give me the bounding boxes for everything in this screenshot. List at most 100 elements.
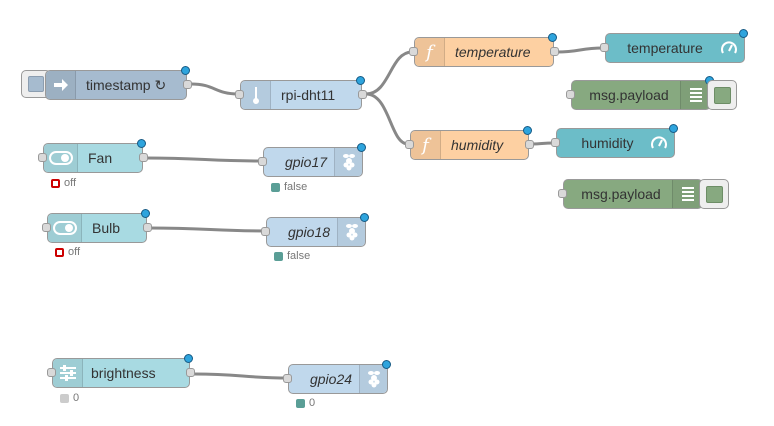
- debug-toggle-button[interactable]: [707, 80, 737, 110]
- debug-toggle-button[interactable]: [699, 179, 729, 209]
- slider-node-brightness[interactable]: brightness: [47, 354, 195, 388]
- debug-node-1[interactable]: msg.payload: [566, 76, 714, 110]
- output-port[interactable]: [550, 47, 559, 56]
- status-text: 0: [309, 397, 316, 409]
- output-port[interactable]: [186, 368, 195, 377]
- status-text: off: [68, 246, 81, 258]
- input-port[interactable]: [261, 227, 270, 236]
- gpio-out-node-17[interactable]: gpio17: [258, 143, 366, 177]
- output-port[interactable]: [183, 80, 192, 89]
- status-dot: [141, 209, 150, 218]
- function-icon: f: [415, 38, 445, 66]
- status-dot: [181, 66, 190, 75]
- node-status: false: [274, 250, 310, 262]
- node-status: off: [51, 177, 76, 189]
- status-square-icon: [296, 398, 305, 408]
- input-port[interactable]: [283, 374, 292, 383]
- wire[interactable]: [365, 50, 413, 96]
- status-text: 0: [73, 392, 80, 404]
- status-text: off: [64, 177, 77, 189]
- function-icon: f: [411, 131, 441, 159]
- slider-icon: [53, 359, 83, 387]
- status-dot: [548, 33, 557, 42]
- status-dot: [360, 213, 369, 222]
- status-square-icon: [271, 182, 280, 192]
- input-port[interactable]: [566, 90, 575, 99]
- output-port[interactable]: [525, 140, 534, 149]
- thermometer-icon: [241, 81, 271, 109]
- input-port[interactable]: [405, 140, 414, 149]
- gauge-icon: [714, 34, 744, 62]
- input-port[interactable]: [38, 153, 47, 162]
- output-port[interactable]: [139, 153, 148, 162]
- list-icon: [680, 81, 710, 109]
- gpio-out-node-18[interactable]: gpio18: [261, 213, 369, 247]
- wire[interactable]: [365, 92, 409, 146]
- raspberry-icon: [337, 218, 365, 246]
- toggle-icon: [48, 214, 82, 242]
- status-ring-icon: [51, 178, 60, 188]
- status-square-icon: [60, 393, 69, 403]
- node-label: gpio24: [309, 371, 353, 387]
- gauge-icon: [644, 129, 674, 157]
- raspberry-icon: [359, 365, 387, 393]
- node-label: msg.payload: [589, 87, 669, 103]
- rpi-dht11-node[interactable]: rpi-dht11: [235, 76, 367, 110]
- raspberry-icon: [334, 148, 362, 176]
- node-status: false: [271, 181, 307, 193]
- gauge-node-temperature[interactable]: temperature: [600, 29, 748, 63]
- input-port[interactable]: [235, 90, 244, 99]
- status-dot: [184, 354, 193, 363]
- status-dot: [357, 143, 366, 152]
- input-port[interactable]: [42, 223, 51, 232]
- node-label: humidity: [581, 135, 634, 151]
- wire[interactable]: [193, 372, 290, 380]
- status-dot: [523, 126, 532, 135]
- input-port[interactable]: [409, 47, 418, 56]
- status-dot: [669, 124, 678, 133]
- input-port[interactable]: [600, 43, 609, 52]
- status-ring-icon: [55, 247, 64, 257]
- debug-node-2[interactable]: msg.payload: [558, 179, 703, 209]
- node-label: humidity: [451, 137, 504, 153]
- function-node-temperature[interactable]: f temperature: [409, 33, 559, 67]
- node-label: gpio18: [287, 224, 331, 240]
- input-port[interactable]: [551, 138, 560, 147]
- status-dot: [739, 29, 748, 38]
- gpio-out-node-24[interactable]: gpio24: [283, 360, 391, 394]
- status-square-icon: [274, 251, 283, 261]
- node-label: gpio17: [284, 154, 328, 170]
- node-label: brightness: [91, 365, 156, 381]
- node-label: rpi-dht11: [281, 87, 336, 103]
- status-text: false: [284, 181, 308, 193]
- input-port[interactable]: [258, 157, 267, 166]
- node-label: Bulb: [92, 220, 121, 236]
- node-label: timestamp ↻: [86, 76, 167, 93]
- node-label: temperature: [455, 44, 531, 60]
- gauge-node-humidity[interactable]: humidity: [551, 124, 678, 158]
- node-status: 0: [60, 392, 79, 404]
- status-dot: [356, 76, 365, 85]
- node-label: temperature: [627, 40, 703, 56]
- output-port[interactable]: [143, 223, 152, 232]
- inject-node-timestamp[interactable]: timestamp ↻: [45, 66, 192, 100]
- wire[interactable]: [190, 82, 239, 96]
- wire[interactable]: [556, 46, 604, 54]
- node-status: off: [55, 246, 80, 258]
- switch-node-bulb[interactable]: Bulb: [42, 209, 152, 243]
- switch-node-fan[interactable]: Fan: [38, 139, 148, 173]
- wire[interactable]: [148, 226, 267, 233]
- function-node-humidity[interactable]: f humidity: [405, 126, 534, 160]
- wire[interactable]: [145, 156, 264, 163]
- node-label: msg.payload: [581, 186, 661, 202]
- input-port[interactable]: [47, 368, 56, 377]
- toggle-icon: [44, 144, 78, 172]
- input-port[interactable]: [558, 189, 567, 198]
- status-dot: [382, 360, 391, 369]
- arrow-in-icon: [46, 71, 76, 99]
- output-port[interactable]: [358, 90, 367, 99]
- list-icon: [672, 180, 702, 208]
- status-text: false: [287, 250, 311, 262]
- node-label: Fan: [88, 150, 113, 166]
